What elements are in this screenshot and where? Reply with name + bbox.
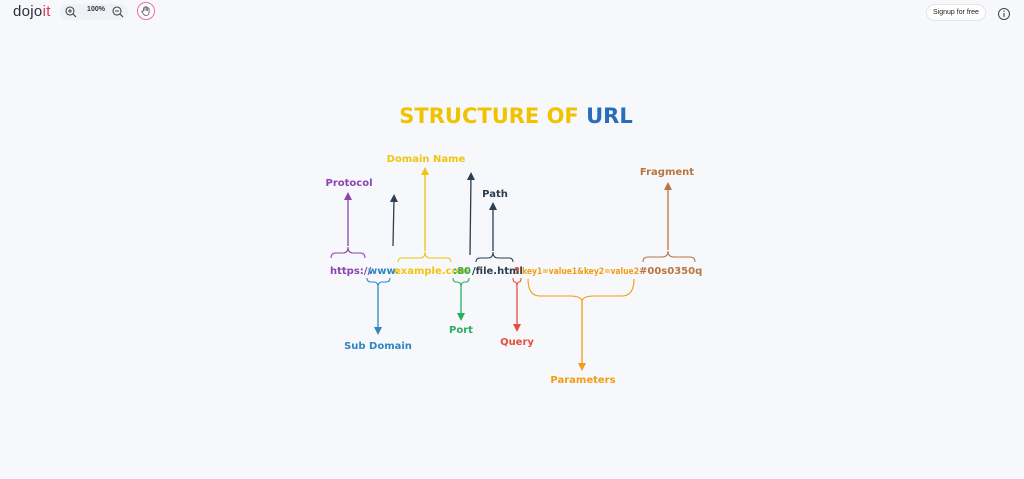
- zoom-control: 100%: [60, 4, 128, 20]
- zoom-in-button[interactable]: [63, 4, 79, 20]
- url-path-text: /file.html: [472, 266, 523, 277]
- port-label: Port: [449, 325, 473, 336]
- signup-button[interactable]: Signup for free: [926, 4, 986, 21]
- parameters-brace: [527, 278, 635, 303]
- zoom-level-value: 100%: [87, 6, 105, 13]
- path-label: Path: [482, 189, 508, 200]
- hand-icon: [141, 6, 150, 16]
- parameters-label: Parameters: [550, 375, 615, 386]
- title-part-2: URL: [586, 104, 633, 128]
- url-port-text: :80: [453, 266, 471, 277]
- domain-brace: [397, 251, 452, 263]
- port-brace: [452, 277, 470, 288]
- diagram-title: STRUCTURE OF URL: [399, 104, 632, 128]
- url-fragment-text: #00s0350q: [639, 266, 702, 277]
- title-part-1: STRUCTURE OF: [399, 104, 586, 128]
- zoom-out-button[interactable]: [110, 4, 126, 20]
- query-label: Query: [500, 337, 534, 348]
- path-brace: [475, 251, 514, 263]
- dojoit-logo[interactable]: dojoit: [13, 3, 51, 20]
- url-subdomain-text: www.: [368, 266, 399, 277]
- info-icon: [998, 8, 1010, 20]
- logo-main-text: dojo: [13, 3, 43, 20]
- url-query-text: ?: [514, 266, 520, 277]
- url-parameters-text: key1=value1&key2=value2: [522, 267, 639, 277]
- subdomain-brace: [366, 277, 391, 288]
- pan-tool-button[interactable]: [137, 2, 155, 20]
- protocol-brace: [330, 246, 366, 259]
- query-brace: [512, 277, 522, 288]
- sub-domain-label: Sub Domain: [344, 341, 412, 352]
- port-up-arrow: [466, 172, 475, 256]
- info-button[interactable]: [997, 6, 1011, 20]
- zoom-in-icon: [65, 6, 77, 18]
- fragment-label: Fragment: [640, 167, 694, 178]
- top-toolbar: dojoit 100% Signup for free: [0, 0, 1024, 26]
- url-protocol-text: https://: [330, 266, 371, 277]
- domain-name-label: Domain Name: [387, 154, 466, 165]
- zoom-out-icon: [112, 6, 124, 18]
- protocol-label: Protocol: [325, 178, 372, 189]
- url-domain-text: example.com: [394, 266, 469, 277]
- logo-accent-text: it: [42, 3, 51, 20]
- fragment-brace: [642, 250, 696, 263]
- subdomain-up-arrow: [389, 194, 398, 247]
